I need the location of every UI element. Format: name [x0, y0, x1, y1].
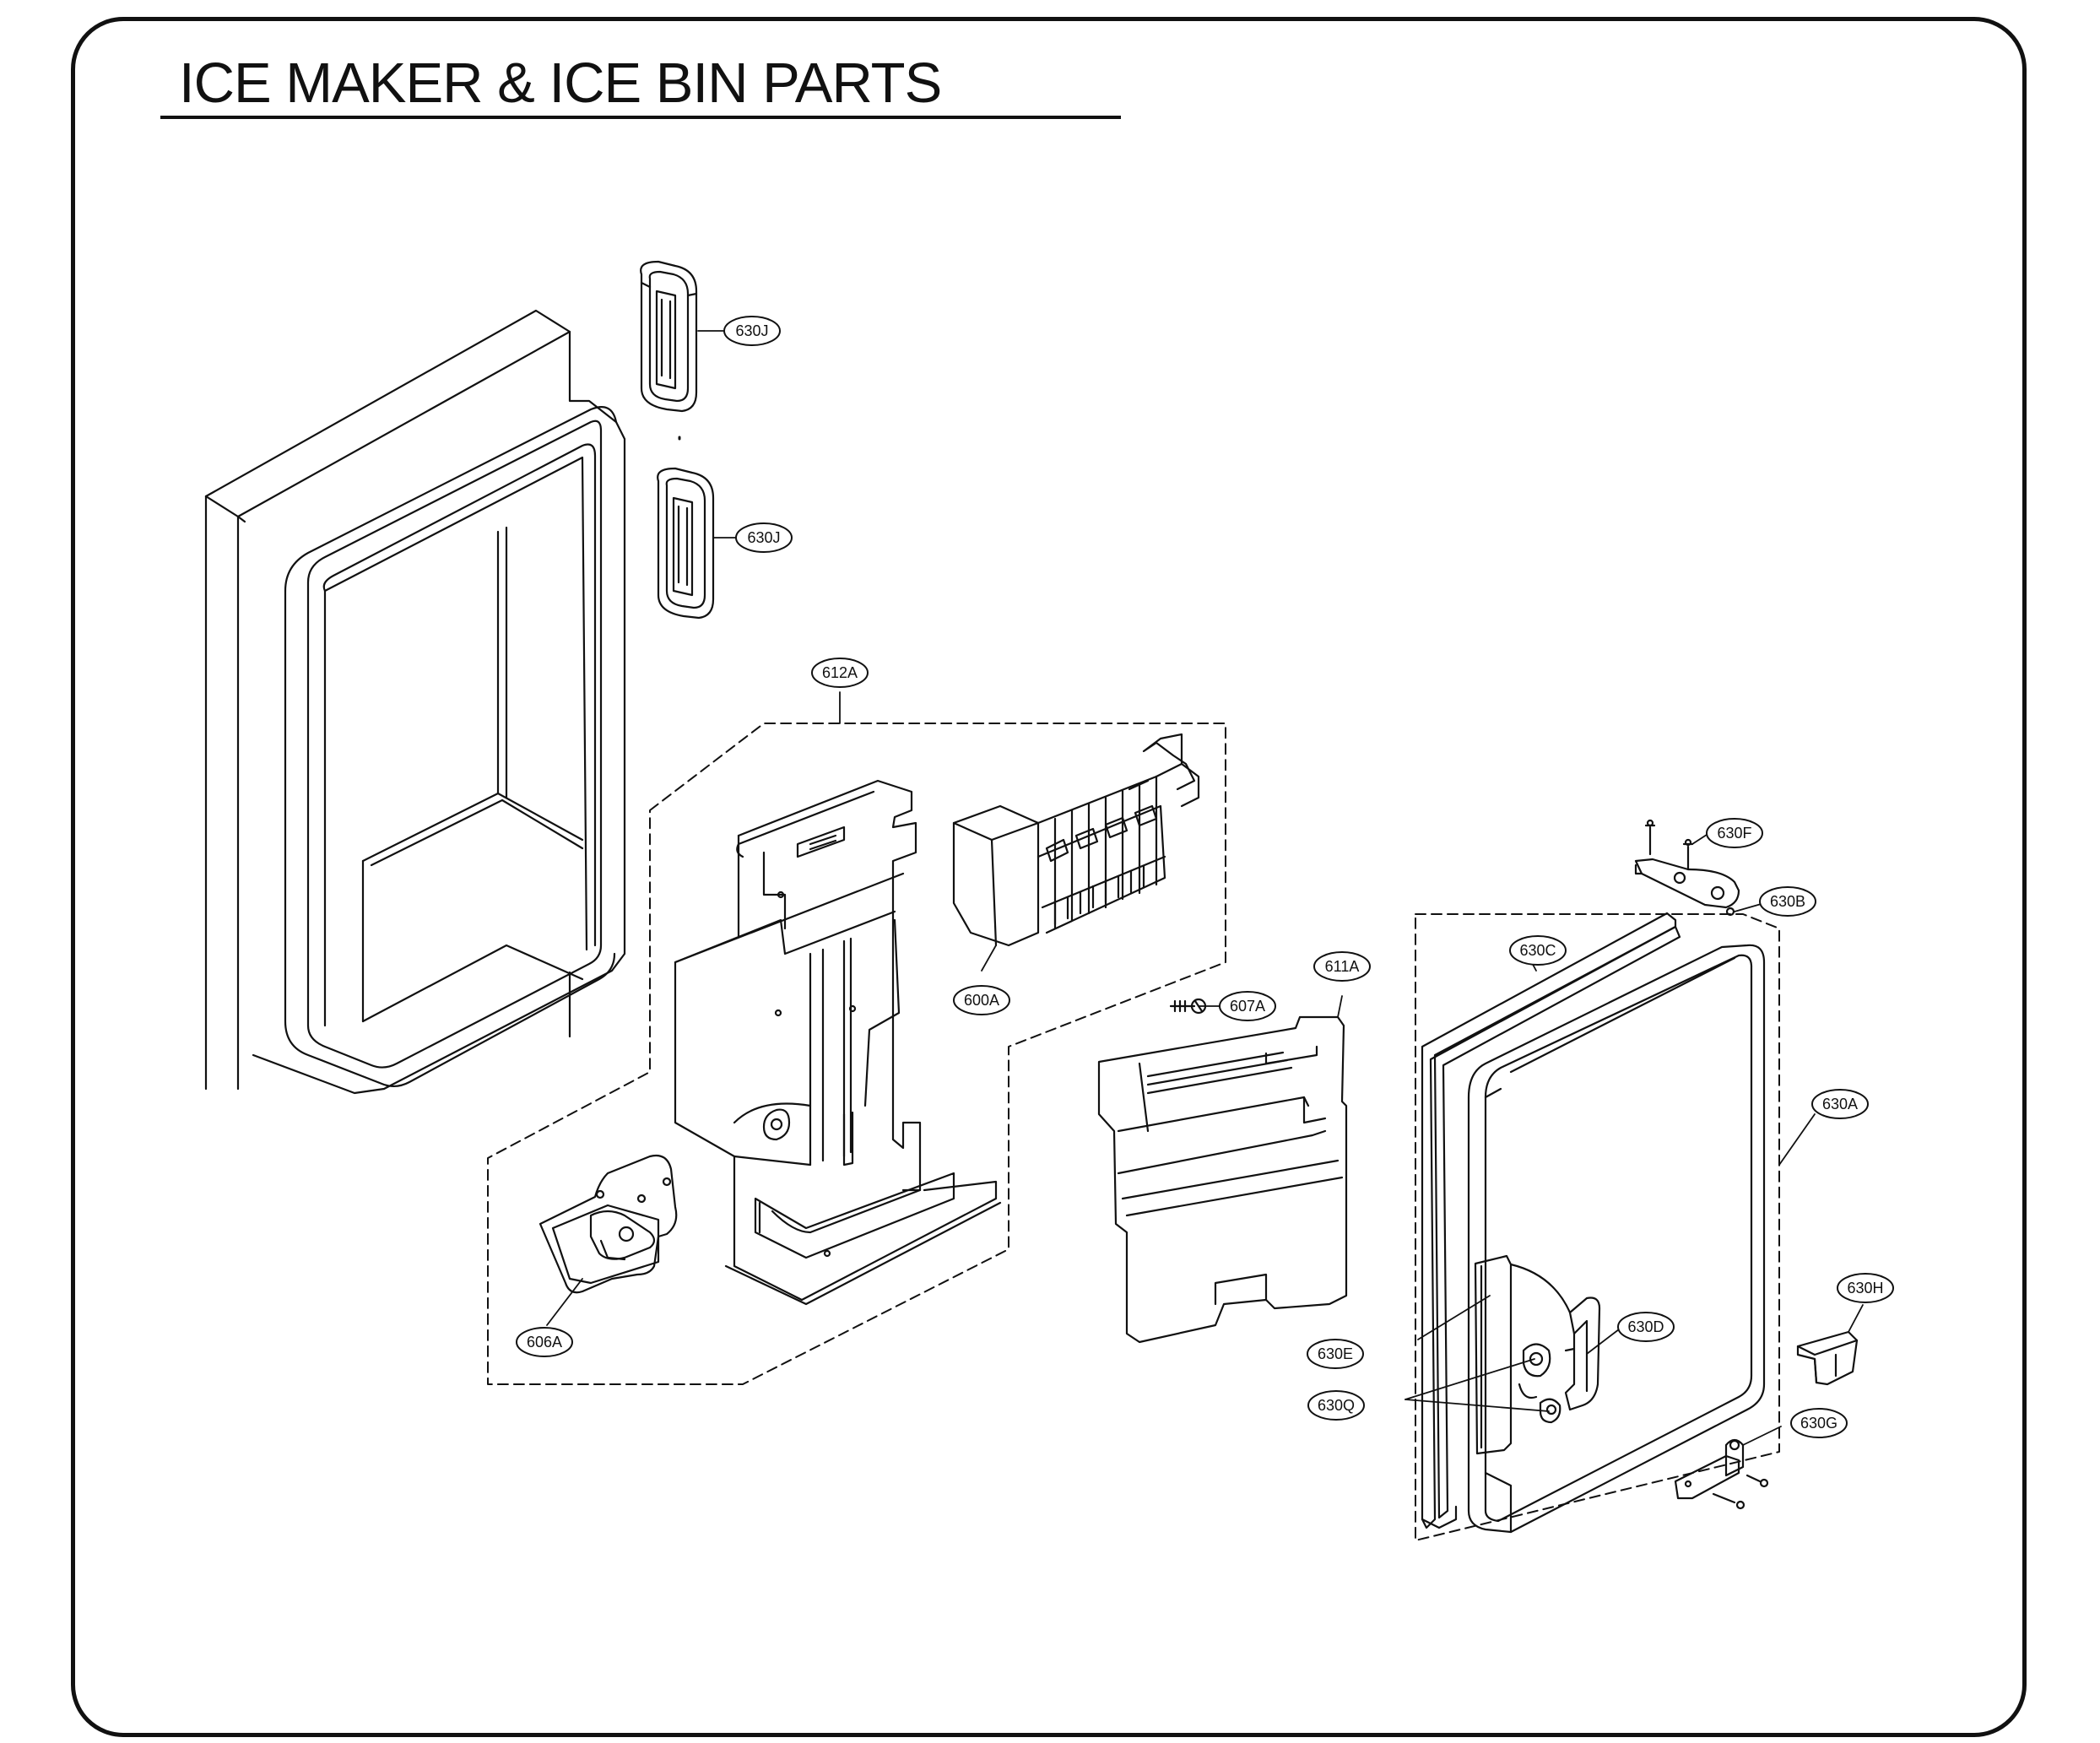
label-630g: 630G: [1800, 1415, 1838, 1432]
label-630j-bottom: 630J: [747, 529, 780, 546]
label-600a: 600A: [964, 992, 999, 1009]
label-612a: 612A: [822, 664, 858, 681]
assembly-630a-boundary: [1415, 913, 1780, 1541]
label-611a: 611A: [1325, 958, 1360, 975]
title-underline: [160, 116, 1121, 119]
label-606a: 606A: [527, 1334, 562, 1351]
label-630c: 630C: [1519, 942, 1556, 959]
label-630h: 630H: [1847, 1280, 1883, 1296]
diagram-frame: [71, 17, 2027, 1737]
ice-bin-door-630b-part: [1467, 944, 1766, 1534]
ice-maker-part: [952, 733, 1200, 947]
diagram-title: ICE MAKER & ICE BIN PARTS: [179, 51, 942, 115]
label-630b: 630B: [1770, 893, 1805, 910]
label-630d: 630D: [1627, 1318, 1664, 1335]
label-630f: 630F: [1717, 825, 1751, 842]
clip-630h-part: [1796, 1330, 1859, 1386]
handle-630e-part: [1474, 1254, 1572, 1455]
label-630a: 630A: [1822, 1096, 1858, 1112]
seal-630j-bottom-part: [657, 467, 715, 620]
bracket-630g-part: [1674, 1438, 1769, 1510]
label-630e: 630E: [1318, 1345, 1353, 1362]
assembly-612a-boundary: [487, 723, 1226, 1385]
ice-bin-cover-part: [1097, 1015, 1348, 1344]
ice-bucket-housing-part: [674, 779, 1002, 1306]
label-630q: 630Q: [1318, 1397, 1355, 1414]
label-607a: 607A: [1230, 998, 1265, 1015]
auger-motor-part: [539, 1154, 678, 1294]
door-gasket-630c-part: [1421, 912, 1681, 1529]
label-630j-top: 630J: [735, 322, 768, 339]
leader-lines: [546, 330, 1864, 1446]
door-liner-part: [204, 309, 626, 1095]
seal-630j-top-part: [640, 260, 698, 413]
hinge-630f-part: [1634, 819, 1740, 917]
lever-630d-part: [1564, 1296, 1601, 1411]
